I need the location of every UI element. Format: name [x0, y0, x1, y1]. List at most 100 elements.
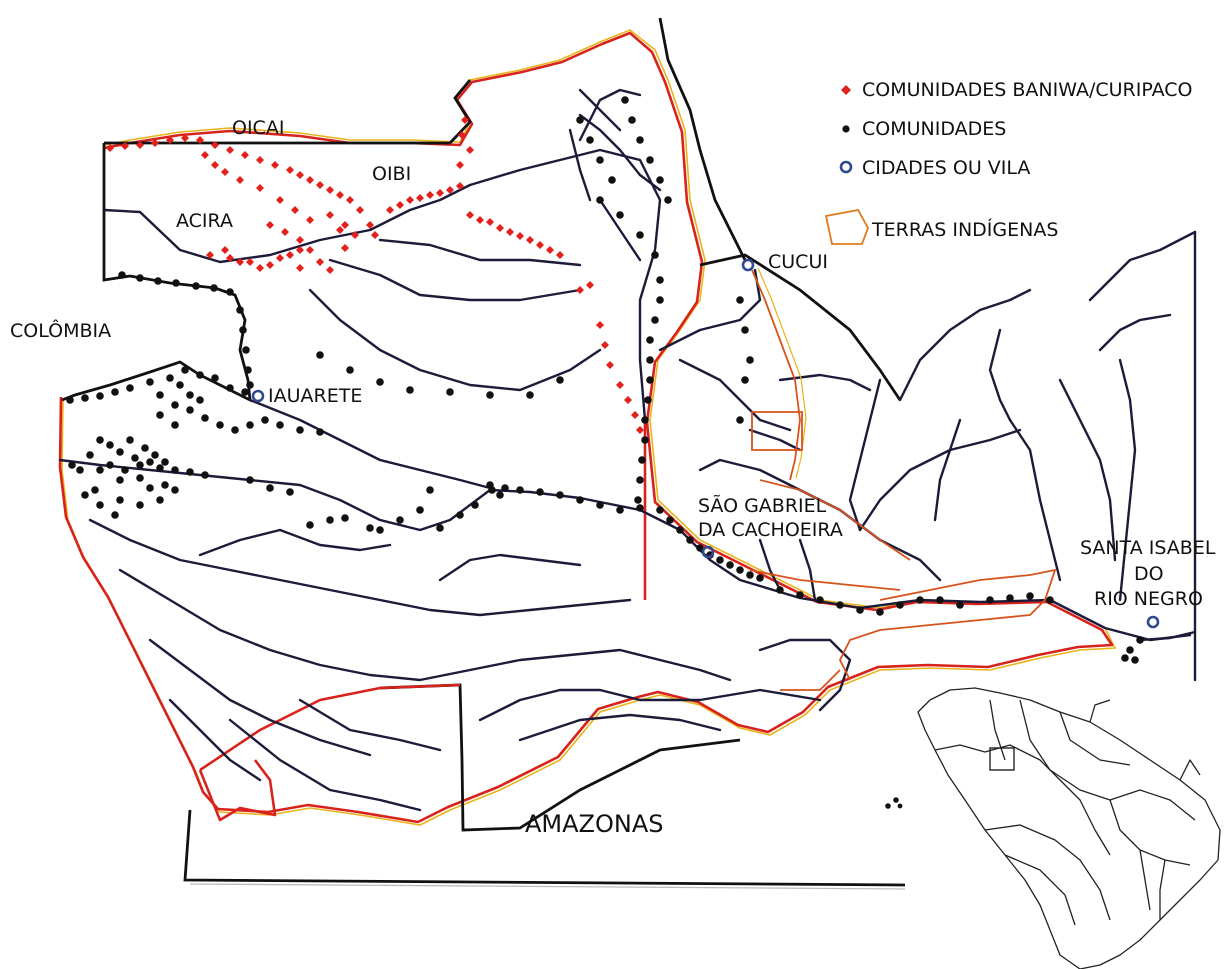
label-sao-gabriel-line2: DA CACHOEIRA — [698, 519, 843, 541]
community-marker — [239, 326, 247, 334]
baniwa-community-marker — [576, 286, 584, 294]
baniwa-community-marker — [181, 134, 189, 142]
baniwa-community-marker — [296, 236, 304, 244]
community-marker — [936, 596, 944, 604]
community-marker — [296, 426, 304, 434]
community-marker — [246, 421, 254, 429]
community-marker — [736, 416, 744, 424]
community-marker — [211, 374, 219, 382]
community-marker — [416, 506, 424, 514]
community-marker — [746, 356, 754, 364]
community-marker — [556, 491, 564, 499]
label-santa-isabel-line3: RIO NEGRO — [1094, 588, 1203, 610]
community-marker — [596, 501, 604, 509]
community-marker — [676, 526, 684, 534]
community-marker — [141, 444, 149, 452]
community-marker — [86, 451, 94, 459]
community-marker — [956, 601, 964, 609]
baniwa-community-marker — [256, 264, 264, 272]
baniwa-community-marker — [286, 166, 294, 174]
community-marker — [116, 448, 124, 456]
baniwa-community-marker — [536, 241, 544, 249]
community-marker — [161, 481, 169, 489]
community-marker — [486, 481, 494, 489]
community-marker — [156, 391, 164, 399]
baniwa-community-marker — [516, 232, 524, 240]
community-marker — [316, 351, 324, 359]
community-marker — [664, 196, 672, 204]
community-marker — [146, 378, 154, 386]
community-marker — [171, 466, 179, 474]
community-marker — [156, 496, 164, 504]
community-marker — [916, 596, 924, 604]
community-marker — [696, 544, 704, 552]
community-marker — [896, 601, 904, 609]
community-marker — [471, 501, 479, 509]
city-markers — [251, 258, 1160, 629]
baniwa-community-marker — [356, 206, 364, 214]
baniwa-community-marker — [386, 206, 394, 214]
community-marker — [186, 468, 194, 476]
label-oicai: OICAI — [232, 117, 284, 139]
baniwa-community-marker — [351, 231, 359, 239]
baniwa-community-marker — [246, 258, 254, 266]
baniwa-community-marker — [456, 182, 464, 190]
community-marker — [81, 394, 89, 402]
community-marker — [172, 279, 180, 287]
community-marker — [376, 378, 384, 386]
baniwa-community-marker — [236, 258, 244, 266]
community-marker — [96, 436, 104, 444]
baniwa-community-marker — [326, 211, 334, 219]
baniwa-community-marker — [341, 244, 349, 252]
label-acira: ACIRA — [176, 210, 233, 232]
community-marker — [651, 316, 659, 324]
baniwa-community-marker — [266, 221, 274, 229]
community-marker — [596, 156, 604, 164]
community-marker — [526, 391, 534, 399]
community-marker — [636, 476, 644, 484]
label-cucui: CUCUI — [768, 251, 828, 273]
red-diamond-icon — [841, 85, 851, 95]
community-marker — [136, 274, 144, 282]
community-marker — [96, 392, 104, 400]
community-marker — [326, 516, 334, 524]
baniwa-community-marker — [371, 231, 379, 239]
community-marker — [776, 586, 784, 594]
community-marker — [171, 401, 179, 409]
community-marker — [176, 381, 184, 389]
baniwa-community-marker — [341, 221, 349, 229]
inset-map-south-america — [885, 687, 1221, 969]
community-marker — [286, 488, 294, 496]
baniwa-community-marker — [291, 206, 299, 214]
community-marker — [496, 491, 504, 499]
baniwa-community-marker — [221, 168, 229, 176]
community-marker — [106, 461, 114, 469]
community-marker — [1026, 592, 1034, 600]
community-marker — [111, 511, 119, 519]
community-marker — [161, 458, 169, 466]
baniwa-community-marker — [296, 264, 304, 272]
community-marker — [201, 414, 209, 422]
baniwa-markers — [106, 116, 644, 434]
community-marker — [376, 526, 384, 534]
community-marker — [186, 406, 194, 414]
baniwa-community-marker — [306, 246, 314, 254]
community-marker — [111, 388, 119, 396]
baniwa-community-marker — [306, 176, 314, 184]
baniwa-community-marker — [556, 251, 564, 259]
community-marker — [341, 514, 349, 522]
legend-terras-label: TERRAS INDÍGENAS — [871, 218, 1058, 241]
community-marker — [796, 591, 804, 599]
community-marker — [608, 176, 616, 184]
baniwa-community-marker — [336, 191, 344, 199]
community-marker — [1121, 654, 1129, 662]
community-marker — [242, 346, 250, 354]
baniwa-community-marker — [256, 184, 264, 192]
baniwa-community-marker — [166, 136, 174, 144]
baniwa-community-marker — [466, 211, 474, 219]
community-marker — [96, 466, 104, 474]
community-marker — [266, 484, 274, 492]
community-marker — [986, 596, 994, 604]
baniwa-community-marker — [606, 361, 614, 369]
baniwa-community-marker — [121, 142, 129, 150]
